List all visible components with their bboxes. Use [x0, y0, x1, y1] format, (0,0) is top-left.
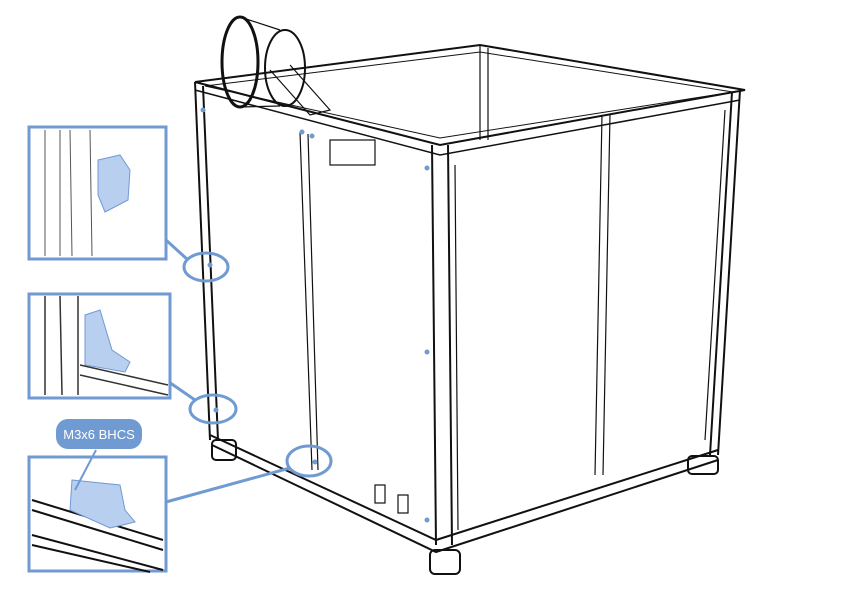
screw-callout-label: M3x6 BHCS [56, 419, 142, 449]
detail-inset-2 [27, 292, 172, 400]
detail-highlights [164, 238, 333, 504]
detail-inset-1 [27, 125, 168, 261]
enclosure-frame [194, 15, 746, 575]
detail-inset-3 [27, 449, 168, 573]
screw-markers [200, 107, 430, 523]
